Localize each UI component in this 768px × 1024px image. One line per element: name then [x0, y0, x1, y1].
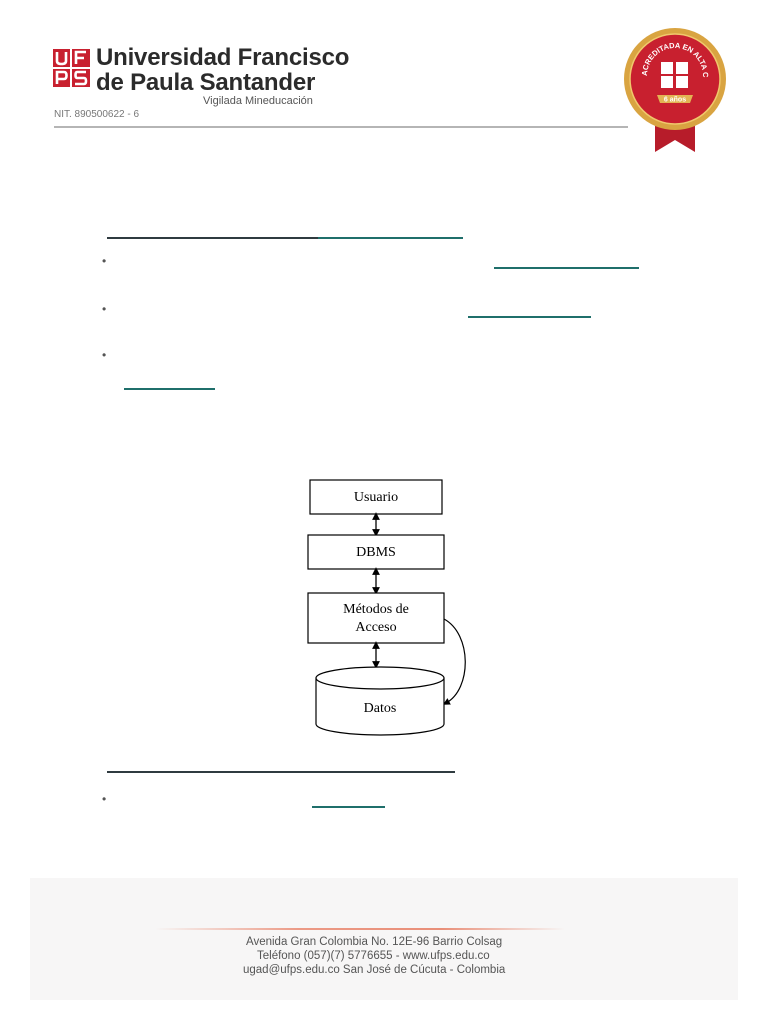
footer-phone-web: Teléfono (057)(7) 5776655 - www.ufps.edu…	[257, 950, 490, 962]
inline-link-4[interactable]	[312, 806, 385, 808]
list-item-bullet: •	[102, 302, 107, 316]
metodos-label-line1: Métodos de	[343, 602, 409, 617]
datos-cylinder	[315, 666, 445, 736]
inline-link-2[interactable]	[468, 316, 591, 318]
dbms-label: DBMS	[356, 545, 396, 560]
usuario-label: Usuario	[354, 490, 398, 505]
university-name-line2: de Paula Santander	[96, 69, 316, 96]
nit-label: NIT. 890500622 - 6	[54, 109, 140, 120]
university-name-line1: Universidad Francisco	[96, 44, 350, 71]
footer-email-city: ugad@ufps.edu.co San José de Cúcuta - Co…	[243, 964, 506, 976]
section-heading-1-link[interactable]	[318, 237, 463, 239]
metodos-label-line2: Acceso	[355, 620, 396, 635]
dbms-box	[307, 534, 445, 570]
vigilada-label: Vigilada Mineducación	[203, 95, 313, 107]
footer-divider	[155, 928, 565, 930]
inline-link-3[interactable]	[124, 388, 215, 390]
list-item-bullet: •	[102, 792, 107, 806]
accreditation-seal-icon: ACREDITADA EN ALTA CALIDAD 6 años	[617, 17, 730, 156]
inline-link-1[interactable]	[494, 267, 639, 269]
datos-label: Datos	[364, 701, 397, 716]
usuario-box	[309, 479, 443, 515]
curved-arrow-metodos-datos	[442, 618, 466, 705]
dbms-architecture-diagram: Usuario DBMS Métodos de Acceso Datos	[300, 474, 480, 744]
ufps-logo-icon	[53, 49, 90, 87]
footer-address: Avenida Gran Colombia No. 12E-96 Barrio …	[246, 936, 503, 948]
header-divider	[54, 126, 628, 128]
section-heading-1-underline	[107, 237, 463, 239]
section-heading-2-underline	[107, 771, 455, 773]
footer-background	[30, 878, 738, 1000]
list-item-bullet: •	[102, 348, 107, 362]
seal-years-text: 6 años	[664, 97, 686, 104]
metodos-acceso-box	[307, 592, 445, 644]
list-item-bullet: •	[102, 254, 107, 268]
